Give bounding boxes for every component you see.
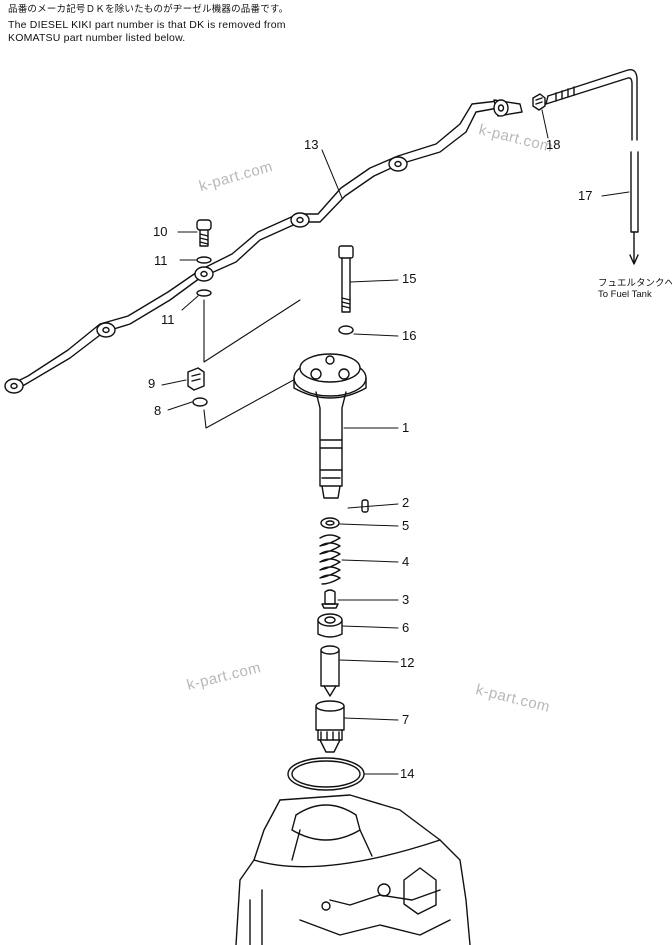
callout-11-upper: 11 [154,253,168,268]
callout-2: 2 [402,495,410,510]
callout-12: 12 [400,655,415,670]
callout-17: 17 [578,188,593,203]
nozzle-holder-1 [293,353,367,499]
washer-5 [320,517,340,529]
bolt-10 [196,219,212,247]
bolt-9 [187,367,205,391]
push-rod-3 [321,589,339,609]
washer-11-upper [196,256,212,264]
spacer-12 [320,645,340,697]
retaining-nut-6 [317,613,343,638]
callout-15: 15 [402,271,417,286]
callout-14: 14 [400,766,415,781]
fuel-pipe-17 [545,68,639,265]
nut-18 [532,93,546,111]
callout-9: 9 [148,376,156,391]
bolt-15 [338,245,354,313]
washer-16 [338,325,354,335]
callout-13: 13 [304,137,319,152]
callout-1: 1 [402,420,410,435]
callout-16: 16 [402,328,417,343]
callout-8: 8 [154,403,162,418]
callout-3: 3 [402,592,410,607]
washer-8 [192,397,208,407]
callout-11-lower: 11 [161,312,175,327]
note-japanese: 品番のメーカ記号ＤＫを除いたものがヂーゼル機器の品番です。 [8,4,289,15]
callout-6: 6 [402,620,410,635]
washer-11-lower [196,289,212,297]
callout-7: 7 [402,712,410,727]
leader-lines [161,109,630,775]
callout-18: 18 [546,137,561,152]
alignment-lines [203,299,331,429]
note-english-line1: The DIESEL KIKI part number is that DK i… [8,19,286,31]
callout-10: 10 [153,224,168,239]
callout-5: 5 [402,518,410,533]
o-ring-14 [287,757,365,791]
fuel-tank-label-japanese: フュエルタンクへ [598,278,672,289]
nozzle-7 [315,700,345,753]
spring-4 [319,534,341,585]
cylinder-head [235,794,471,945]
fuel-tank-label-english: To Fuel Tank [598,289,652,300]
callout-4: 4 [402,554,410,569]
washer-5-hole [325,520,335,526]
fuel-pipe-13 [4,99,523,394]
note-english-line2: KOMATSU part number listed below. [8,32,186,44]
